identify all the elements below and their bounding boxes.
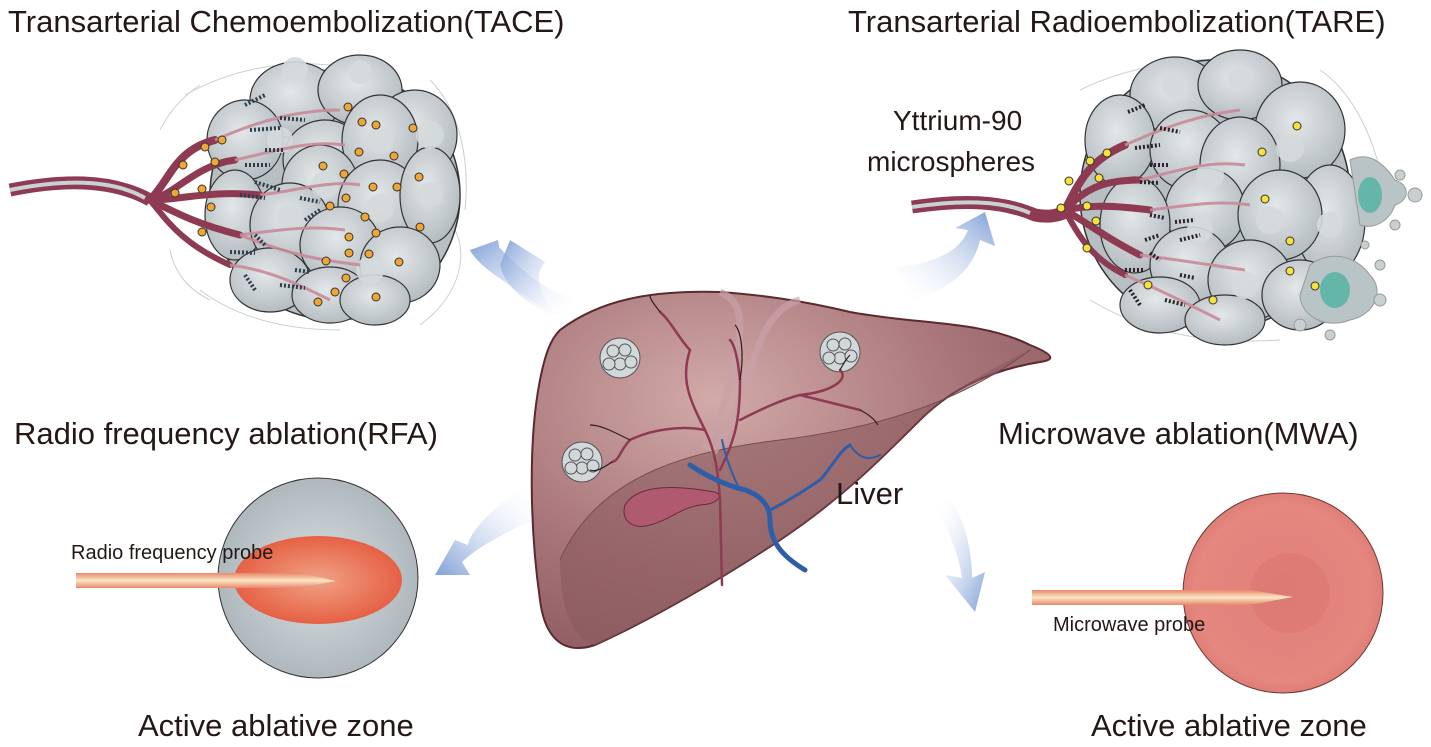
tare-tumor-illustration (911, 49, 1423, 346)
liver-illustration (530, 288, 1052, 649)
dying-tumor-cells (1293, 156, 1423, 341)
rfa-probe-label: Radio frequency probe (71, 542, 274, 564)
mwa-illustration (1032, 492, 1384, 694)
mwa-probe (1032, 590, 1293, 605)
rfa-illustration (76, 477, 419, 679)
yttrium-microspheres (1056, 121, 1320, 305)
rfa-probe (76, 573, 336, 588)
rfa-zone-label: Active ablative zone (138, 708, 414, 743)
tace-tumor-illustration (8, 54, 467, 331)
arrow-to-tare (895, 212, 995, 300)
gallbladder (623, 487, 720, 527)
tare-annotation-line1: Yttrium-90 (893, 105, 1023, 136)
arrow-to-tace-head (500, 240, 560, 320)
portal-vein (687, 462, 808, 573)
tare-annotation-line2: microspheres (867, 146, 1036, 177)
arrow-to-rfa (435, 485, 535, 575)
rfa-title: Radio frequency ablation(RFA) (14, 416, 438, 451)
mwa-title: Microwave ablation(MWA) (998, 416, 1359, 451)
tare-title: Transarterial Radioembolization(TARE) (848, 4, 1386, 39)
mwa-zone-label: Active ablative zone (1091, 708, 1367, 743)
tace-title: Transarterial Chemoembolization(TACE) (8, 4, 565, 39)
mwa-probe-label: Microwave probe (1053, 614, 1206, 636)
liver-label: Liver (836, 476, 904, 511)
chemo-particles (170, 102, 425, 307)
arrow-to-mwa (935, 500, 985, 612)
